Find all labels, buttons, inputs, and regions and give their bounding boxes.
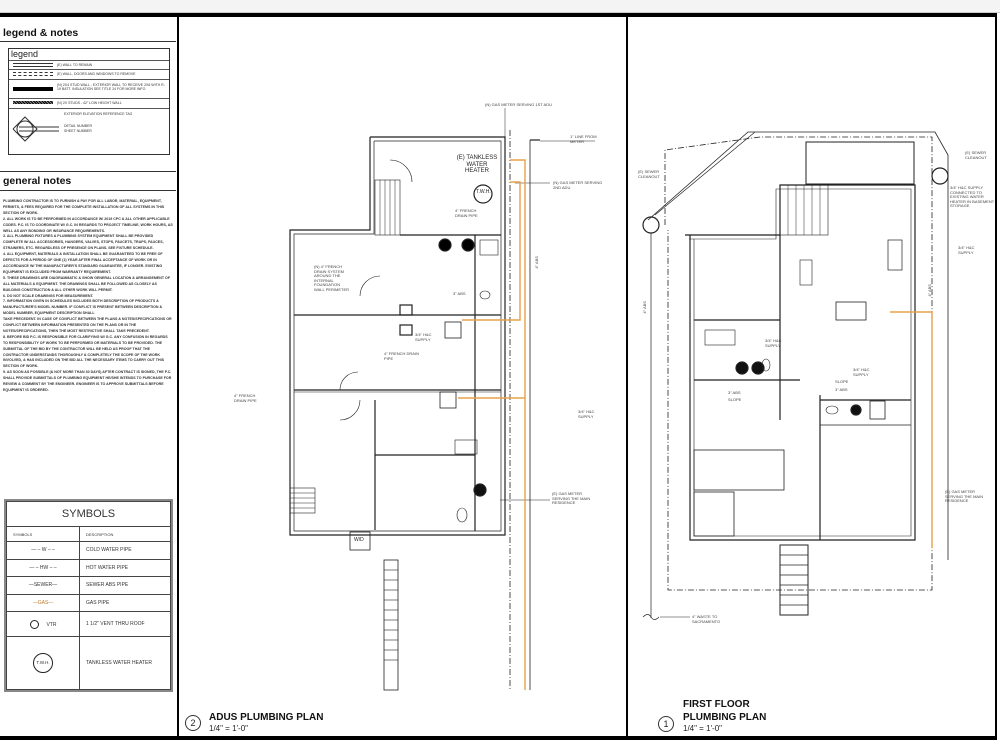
label-abs: 3" ABS: [453, 291, 466, 296]
symbol-description: TANKLESS WATER HEATER: [79, 636, 171, 690]
label-french-drain: 4" FRENCH DRAIN PIPE: [384, 351, 419, 361]
symbol-twh: T.W.H.: [33, 653, 53, 674]
adus-plan-title: ADUS PLUMBING PLAN: [209, 712, 324, 723]
label-sewer-cleanout: (E) SEWER CLEANOUT: [638, 169, 660, 179]
label-sewer-cleanout: (E) SEWER CLEANOUT: [965, 150, 987, 160]
label-hc-supply: 3/4" H&C SUPPLY: [853, 367, 870, 377]
label-abs: 4" ABS: [926, 284, 932, 297]
label-abs: 3" ABS: [728, 390, 741, 395]
label-french-drain: 4" FRENCH DRAIN PIPE: [455, 208, 478, 218]
legend-item: (N) 2X STUDS - 42" LOW HEIGHT WALL: [57, 101, 122, 105]
divider: [0, 171, 176, 172]
label-gas-meter-2nd-adu: (N) GAS METER SERVING 2ND ADU: [553, 180, 603, 190]
note: 3. All plumbing fixtures & plumbing syst…: [3, 234, 164, 251]
legend-item: SHEET NUMBER: [64, 129, 92, 133]
legend-box: legend (E) WALL TO REMAIN (E) WALL, DOOR…: [8, 48, 170, 155]
legend-title: legend: [11, 49, 39, 59]
legend-item: (E) WALL TO REMAIN: [57, 63, 93, 67]
legend-item: (N) 2X4 STUD WALL - EXTERIOR WALL TO REC…: [57, 83, 165, 91]
gas-pipe-adus: [458, 159, 526, 690]
legend-item: EXTERIOR ELEVATION REFERENCE TAG: [64, 112, 133, 116]
label-hc-supply: 3/4" H&C SUPPLY: [958, 245, 975, 255]
label-gas-meter-1st-adu: (N) GAS METER SERVING 1ST ADU: [485, 102, 552, 107]
legend-item: DETAIL NUMBER: [64, 124, 93, 128]
note: 2. All work is to be performed in accord…: [3, 216, 173, 233]
label-washer-dryer: W/D: [354, 537, 364, 543]
label-hc-supply: 3/4" H&C SUPPLY: [578, 409, 595, 419]
adus-plan-scale: 1/4" = 1'-0": [209, 724, 249, 733]
label-gas-meter-main: (E) GAS METER SERVING THE MAIN RESIDENCE: [945, 489, 984, 504]
note: 6. Do not scale drawings for measurement…: [3, 293, 94, 298]
symbol-vtr: VTR: [46, 621, 57, 628]
symbols-title: SYMBOLS: [6, 501, 171, 527]
label-hc-supply-connected: 3/4" H&C SUPPLY CONNECTED TO EXISTING WA…: [950, 185, 995, 209]
note: 4. All equipment, materials & installati…: [3, 252, 163, 274]
note: 8. Before bid P.C. is responsible for cl…: [3, 334, 168, 369]
legend-item: (E) WALL, DOORS AND WINDOWS TO REMOVE: [57, 72, 136, 76]
label-abs: 3" ABS: [835, 387, 848, 392]
sheet-frame: [0, 13, 997, 740]
adus-plan-drawing: [289, 108, 595, 691]
label-french-drain: 4" FRENCH DRAIN PIPE: [234, 393, 257, 403]
note: 9. As soon as possible (& not more than …: [3, 370, 172, 392]
viewer-top-bar: [0, 0, 1000, 13]
column-header: SYMBOLS: [6, 525, 80, 543]
label-abs: 4" ABS: [533, 256, 539, 269]
divider: [0, 190, 176, 191]
drawing-number: 1: [658, 716, 674, 732]
label-hc-supply: 3/4" H&C SUPPLY: [765, 338, 782, 348]
divider: [0, 41, 176, 42]
label-twh: T.W.H.: [476, 189, 491, 195]
label-line-from-meter: 1" LINE FROM METER: [570, 134, 597, 144]
label-french-drain-system: (N) 4" FRENCH DRAIN SYSTEM AROUND THE IN…: [314, 264, 350, 292]
general-notes: Plumbing contractor is to furnish & pay …: [3, 199, 173, 394]
note: 5. These drawings are diagrammatic & sho…: [3, 275, 171, 292]
note: take precedent. In case of conflict betw…: [3, 317, 172, 333]
first-floor-plan-title-line2: PLUMBING PLAN: [683, 712, 767, 723]
label-slope: SLOPE: [835, 379, 849, 384]
first-floor-plan-scale: 1/4" = 1'-0": [683, 724, 723, 733]
legend-notes-heading: legend & notes: [3, 27, 79, 39]
vtr-circle-icon: [29, 619, 39, 629]
first-floor-plan-drawing: [642, 131, 949, 620]
note: 7. Information given in schedules includ…: [3, 299, 163, 316]
label-gas-meter-main: (E) GAS METER SERVING THE MAIN RESIDENCE: [552, 491, 591, 506]
drawing-number: 2: [185, 715, 201, 731]
first-floor-plan-title-line1: FIRST FLOOR: [683, 699, 750, 710]
general-notes-heading: general notes: [3, 175, 72, 187]
note: Plumbing contractor is to furnish & pay …: [3, 199, 165, 215]
elevation-tag-icon: [12, 116, 59, 142]
gas-pipe-first-floor: [890, 311, 933, 548]
label-tankless-water-heater: (E) TANKLESS WATER HEATER: [456, 155, 498, 174]
label-waste-to-sacramento: 4" WASTE TO SACRAMENTO: [692, 614, 721, 624]
symbol-description: 1 1/2" VENT THRU ROOF: [79, 611, 171, 638]
label-abs: 4" ABS: [641, 301, 647, 314]
label-hc-supply: 3/4" H&C SUPPLY: [415, 332, 432, 342]
column-header: DESCRIPTION: [79, 525, 171, 543]
label-slope: SLOPE: [728, 397, 742, 402]
